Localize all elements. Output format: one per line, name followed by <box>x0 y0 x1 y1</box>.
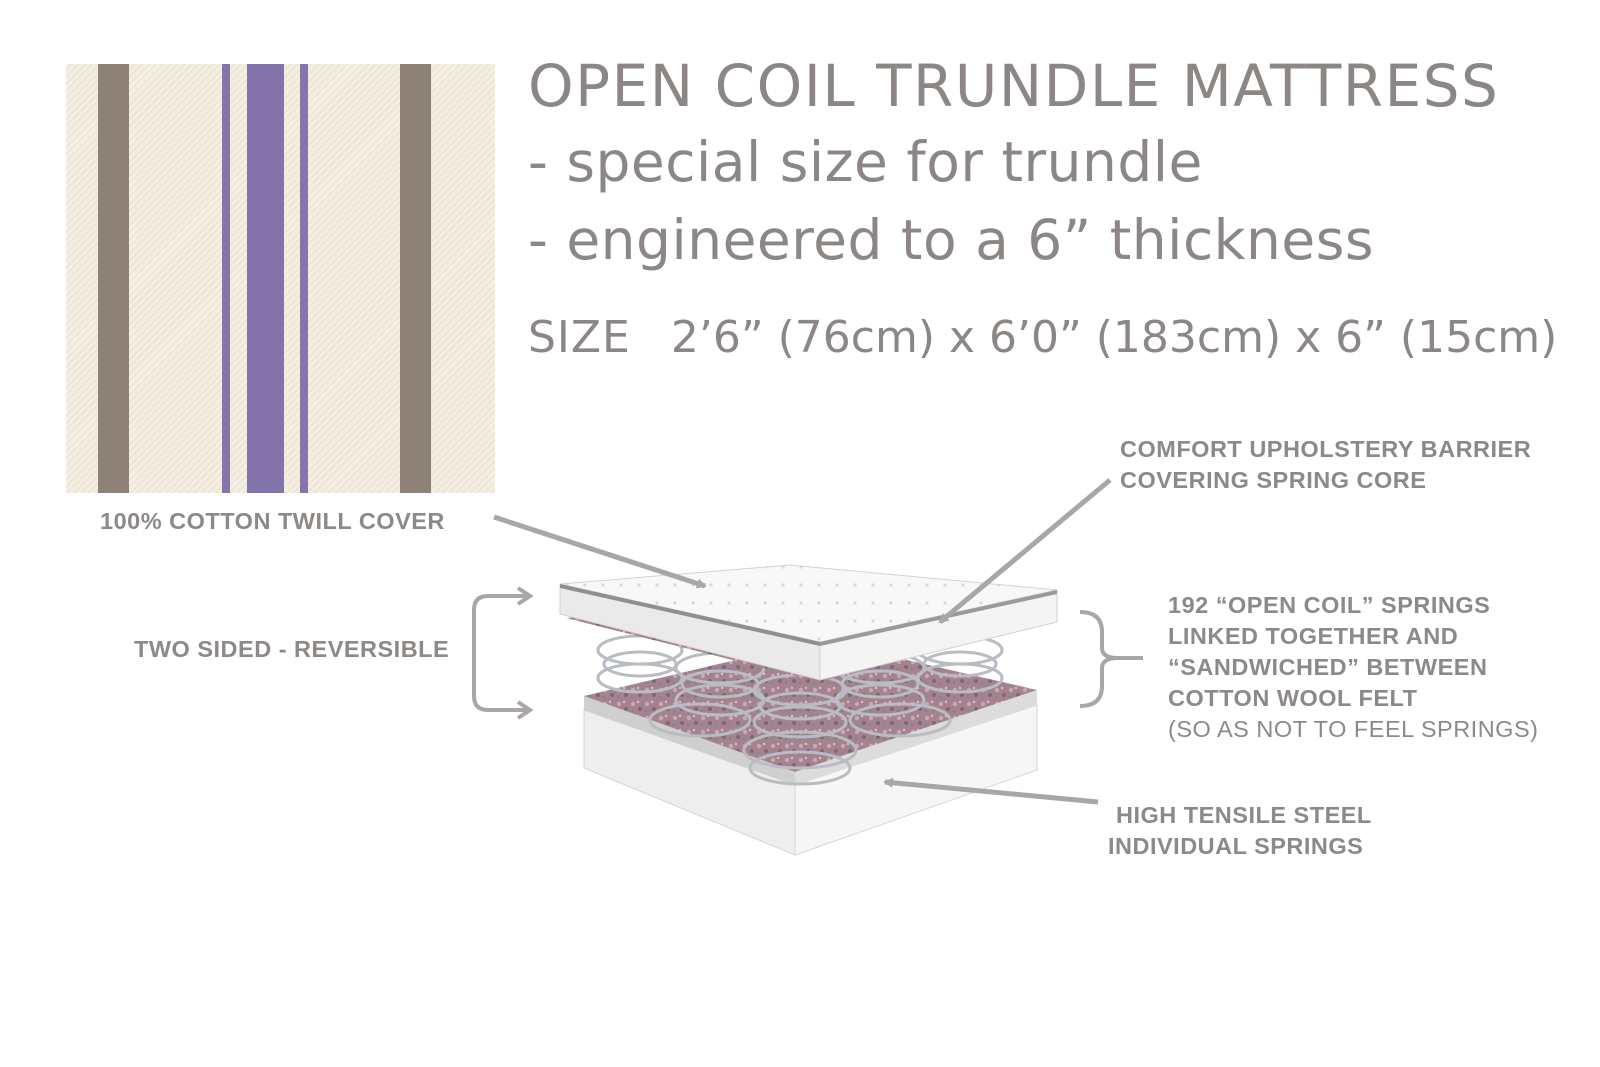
steel-label-line: INDIVIDUAL SPRINGS <box>1108 833 1364 859</box>
feature-thickness: - engineered to a 6” thickness <box>528 208 1375 272</box>
fabric-swatch-image <box>66 64 495 493</box>
product-title: OPEN COIL TRUNDLE MATTRESS <box>528 52 1500 120</box>
springs-label-line: “SANDWICHED” BETWEEN <box>1168 654 1488 680</box>
feature-special-size: - special size for trundle <box>528 130 1203 194</box>
steel-label: HIGH TENSILE STEEL INDIVIDUAL SPRINGS <box>1108 800 1372 862</box>
springs-brace <box>1079 610 1143 708</box>
thin-purple-stripe <box>222 64 230 493</box>
steel-arrow <box>883 777 1099 805</box>
springs-label-line: LINKED TOGETHER AND <box>1168 623 1459 649</box>
springs-label: 192 “OPEN COIL” SPRINGS LINKED TOGETHER … <box>1168 590 1538 745</box>
size-row: SIZE 2’6” (76cm) x 6’0” (183cm) x 6” (15c… <box>528 312 1557 363</box>
cover-label: 100% COTTON TWILL COVER <box>100 508 445 534</box>
reversible-bracket <box>472 586 534 720</box>
size-label: SIZE <box>528 312 631 363</box>
springs-label-line: COTTON WOOL FELT <box>1168 685 1418 711</box>
barrier-label-line: COMFORT UPHOLSTERY BARRIER <box>1120 436 1532 462</box>
barrier-label: COMFORT UPHOLSTERY BARRIER COVERING SPRI… <box>1120 434 1531 496</box>
springs-label-line: 192 “OPEN COIL” SPRINGS <box>1168 592 1491 618</box>
thin-purple-stripe <box>300 64 308 493</box>
taupe-stripe <box>98 64 129 493</box>
reversible-label: TWO SIDED - REVERSIBLE <box>134 636 450 662</box>
cover-arrow <box>493 514 707 589</box>
wide-purple-stripe <box>247 64 284 493</box>
callout-arrows <box>493 478 1112 805</box>
taupe-stripe <box>400 64 431 493</box>
size-value: 2’6” (76cm) x 6’0” (183cm) x 6” (15cm) <box>670 312 1558 363</box>
barrier-label-line: COVERING SPRING CORE <box>1120 467 1427 493</box>
springs-label-line: (SO AS NOT TO FEEL SPRINGS) <box>1168 716 1539 742</box>
steel-label-line: HIGH TENSILE STEEL <box>1116 802 1372 828</box>
barrier-arrow <box>938 478 1112 624</box>
